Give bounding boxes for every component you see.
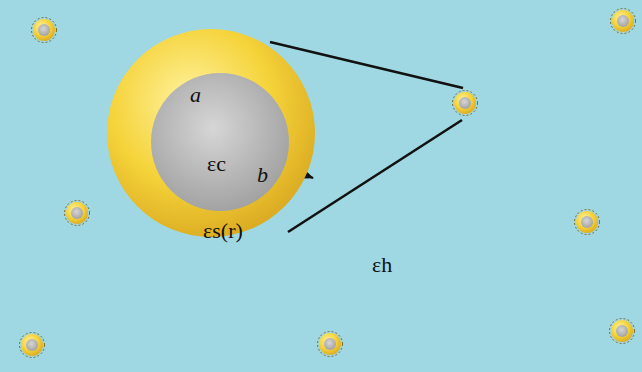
core-permittivity: εc [207,153,226,175]
radius-a: a [190,84,201,106]
radius-b: b [257,164,268,186]
host-permittivity: εh [372,254,392,276]
shell-circle: εs(r)εc [107,29,315,237]
core-circle: εc [151,73,289,211]
shell-permittivity: εs(r) [203,220,243,242]
core-circle-outline [151,73,289,211]
